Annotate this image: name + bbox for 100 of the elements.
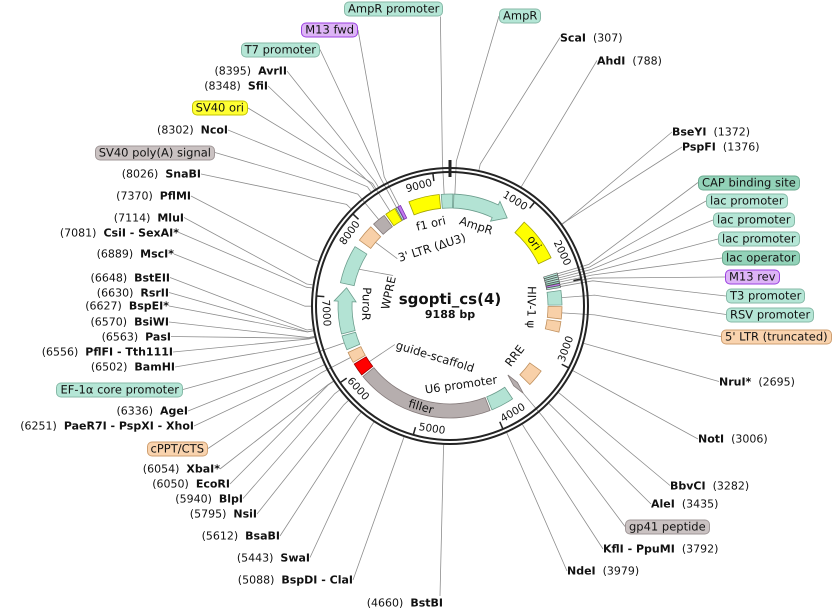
leader-line [188,357,322,412]
position-label: 5000 [418,420,446,437]
site-position: (8395) [214,64,252,78]
site-position: (6336) [116,404,154,418]
leader-line [168,322,315,338]
site-position: (6563) [102,330,138,343]
leader-line [174,254,312,307]
feature-marker [507,374,524,394]
leader-line [561,312,722,337]
enzyme-name: NdeI [567,564,596,578]
site-position: (3435) [682,498,718,510]
enzyme-name: NotI [698,432,724,446]
feature-arc [514,222,552,264]
site-position: (4660) [366,596,404,609]
enzyme-name: NcoI [200,124,228,136]
site-position: (1372) [713,126,750,138]
leader-line [182,342,345,390]
site-position: (5612) [202,530,238,542]
enzyme-name: BlpI [218,492,243,505]
leader-line [520,60,598,188]
enzyme-name: RsrII [140,286,169,299]
enzyme-name: BstBI [410,596,443,609]
enzyme-name: BsiWI [134,316,169,328]
enzyme-name: BsaBI [245,530,280,542]
enzyme-name: KflI - PpuMI [603,542,675,556]
position-label: 7000 [319,299,333,326]
feature-label: T3 promoter [726,288,806,304]
feature-label: EF-1α core promoter [56,382,183,397]
leader-line [522,424,604,550]
leader-line [170,336,315,339]
plasmid-name: sgopti_cs(4) [398,290,502,308]
site-position: (7081) [60,226,96,239]
feature-label: PuroR [359,286,373,321]
site-position: (5088) [238,574,274,586]
enzyme-name: AvrII [258,64,287,78]
site-position: (1376) [722,140,760,154]
leader-line [242,390,340,499]
site-position: (8026) [122,168,158,180]
leader-line [184,217,313,286]
enzyme-name: CsiI - SexAI* [103,226,179,239]
site-position: (6054) [142,462,180,476]
enzyme-name: PflFI - Tth111I [85,346,173,358]
enzyme-name: MluI [157,211,184,224]
position-label: 4000 [498,400,528,425]
enzyme-name: AgeI [160,404,188,418]
feature-arc [359,226,382,249]
feature-label: SV40 ori [192,100,248,116]
feature-label: WPRE [380,275,400,311]
enzyme-name: BamHI [134,360,175,374]
position-label: 3000 [556,334,577,364]
feature-label: M13 fwd [301,22,358,38]
feature-arc [544,319,562,333]
feature-label: lac promoter [718,232,800,246]
enzyme-name: SwaI [280,551,310,564]
enzyme-name: PaeR7I - PspXI - XhoI [64,420,194,432]
site-position: (3282) [712,479,750,492]
enzyme-name: NsiI [233,508,257,520]
feature-label: SV40 poly(A) signal [94,145,215,160]
enzyme-name: PflMI [160,190,191,202]
leader-line [556,182,698,274]
leader-line [572,370,698,440]
feature-label: ori [524,232,544,253]
enzyme-name: BseYI [672,126,706,138]
feature-label: T7 promoter [240,42,320,57]
site-position: (7114) [114,211,150,224]
feature-arc [546,306,562,320]
position-label: 2000 [550,238,574,268]
leader-line [557,200,706,276]
leader-line [286,70,379,188]
leader-line [280,412,362,536]
leader-line [358,268,394,276]
leader-line [170,277,314,330]
site-position: (307) [592,31,623,44]
leader-line [200,174,352,210]
enzyme-name: SfiI [248,80,268,92]
position-label: 9000 [404,176,433,196]
enzyme-name: AhdI [597,54,626,67]
leader-line [562,132,672,224]
feature-label: RSV promoter [726,307,814,322]
enzyme-name: ScaI [560,31,586,44]
leader-line [228,130,372,192]
site-position: (5443) [236,551,274,564]
enzyme-name: BbvCI [670,479,706,492]
feature-arc [408,194,441,216]
feature-arc [440,194,454,209]
leader-line [248,108,391,212]
site-position: (7370) [116,190,153,202]
leader-line [478,37,560,170]
leader-line [454,16,500,195]
site-position: (3006) [731,432,768,446]
leader-line [559,258,722,283]
site-position: (6502) [90,360,128,374]
leader-line [190,196,319,262]
feature-label: f1 ori [415,214,448,234]
feature-label: 5' LTR (truncated) [721,329,832,344]
site-position: (3792) [682,542,718,556]
feature-arc [545,280,560,286]
leader-line [522,392,626,527]
site-position: (6570) [90,316,128,328]
site-position: (8348) [204,80,241,92]
